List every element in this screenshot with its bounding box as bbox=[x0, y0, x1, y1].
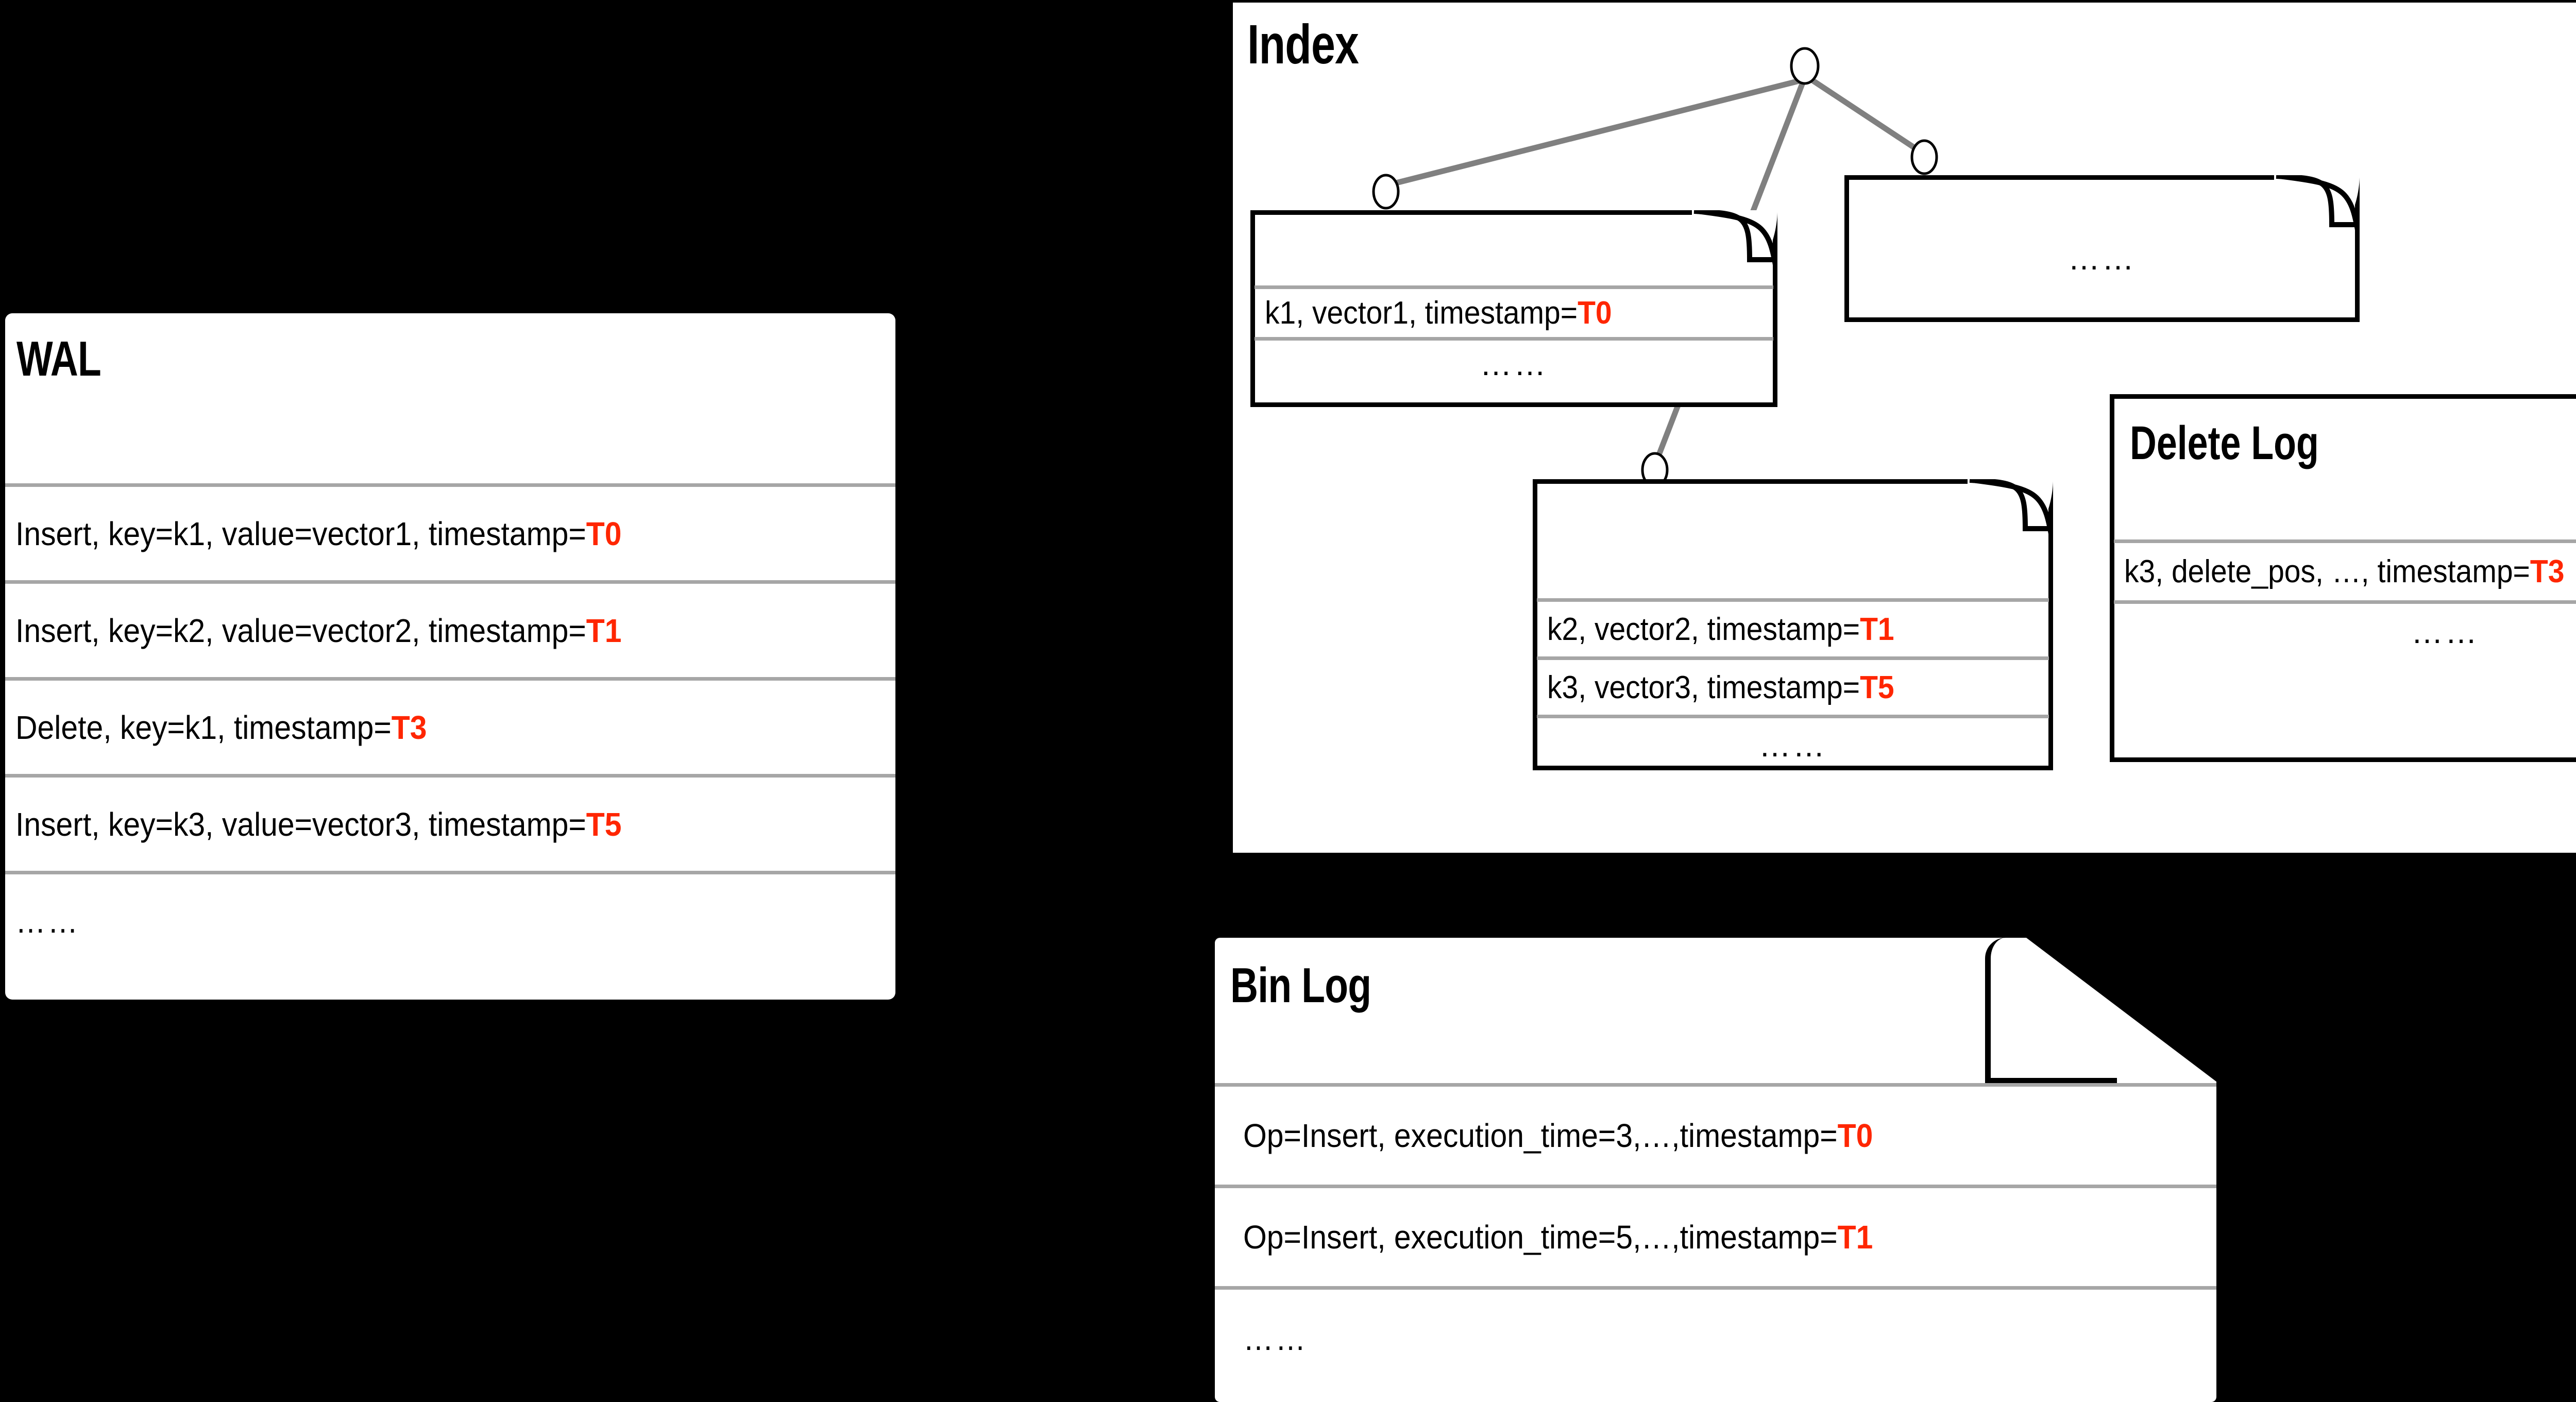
card-k1-row-timestamp: T0 bbox=[1578, 295, 1612, 331]
wal-title: WAL bbox=[16, 331, 101, 386]
bin-log-ellipsis-text: …… bbox=[1243, 1320, 1308, 1357]
card-k23-row-text: k3, vector3, timestamp= bbox=[1547, 669, 1860, 705]
wal-row: Insert, key=k1, value=vector1, timestamp… bbox=[5, 483, 895, 580]
folded-corner-icon bbox=[1968, 479, 2053, 565]
wal-row: Insert, key=k3, value=vector3, timestamp… bbox=[5, 774, 895, 871]
wal-row-text: Insert, key=k2, value=vector2, timestamp… bbox=[15, 612, 586, 649]
bin-log-panel: Bin Log Op=Insert, execution_time=3,…,ti… bbox=[1215, 938, 2217, 1402]
index-card-k1: k1, vector1, timestamp=T0 …… bbox=[1250, 210, 1777, 407]
delete-log-row-list: k3, delete_pos, …, timestamp=T3 …… bbox=[2114, 539, 2576, 661]
card-k23-row-text: k2, vector2, timestamp= bbox=[1547, 611, 1860, 647]
card-k23-row-ellipsis: …… bbox=[1537, 715, 2049, 773]
wal-row-timestamp: T0 bbox=[586, 515, 622, 552]
wal-ellipsis-text: …… bbox=[15, 902, 80, 940]
delete-log-row: k3, delete_pos, …, timestamp=T3 bbox=[2114, 539, 2576, 600]
wal-row: Insert, key=k2, value=vector2, timestamp… bbox=[5, 580, 895, 677]
delete-log-row-ellipsis: …… bbox=[2114, 600, 2576, 661]
bin-log-row-timestamp: T1 bbox=[1837, 1219, 1873, 1256]
card-k23-row-list: k2, vector2, timestamp=T1 k3, vector3, t… bbox=[1537, 598, 2049, 773]
card-k1-row: k1, vector1, timestamp=T0 bbox=[1255, 285, 1773, 337]
wal-row-timestamp: T3 bbox=[391, 708, 427, 746]
wal-row-ellipsis: …… bbox=[5, 871, 895, 968]
card-k23-ellipsis-text: …… bbox=[1759, 728, 1827, 764]
bin-log-row-timestamp: T0 bbox=[1837, 1117, 1873, 1154]
delete-log-row-text: k3, delete_pos, …, timestamp= bbox=[2124, 554, 2530, 589]
bin-log-row: Op=Insert, execution_time=5,…,timestamp=… bbox=[1215, 1185, 2216, 1286]
wal-row-text: Insert, key=k3, value=vector3, timestamp… bbox=[15, 805, 586, 843]
index-card-ellipsis-text: …… bbox=[2068, 241, 2136, 277]
bin-log-row-text: Op=Insert, execution_time=3,…,timestamp= bbox=[1243, 1117, 1838, 1154]
delete-log-row-timestamp: T3 bbox=[2530, 554, 2565, 589]
card-k23-row: k3, vector3, timestamp=T5 bbox=[1537, 656, 2049, 715]
wal-row-list: Insert, key=k1, value=vector1, timestamp… bbox=[5, 483, 895, 968]
card-k23-row: k2, vector2, timestamp=T1 bbox=[1537, 598, 2049, 656]
bin-log-row-text: Op=Insert, execution_time=5,…,timestamp= bbox=[1243, 1219, 1838, 1256]
card-k23-row-timestamp: T1 bbox=[1860, 611, 1894, 647]
wal-panel: WAL Insert, key=k1, value=vector1, times… bbox=[5, 313, 895, 1000]
delete-log-card: Delete Log k3, delete_pos, …, timestamp=… bbox=[2110, 394, 2576, 762]
bin-log-title: Bin Log bbox=[1230, 958, 1371, 1013]
index-title: Index bbox=[1247, 13, 1359, 75]
bin-log-row: Op=Insert, execution_time=3,…,timestamp=… bbox=[1215, 1083, 2216, 1185]
index-card-k2-k3: k2, vector2, timestamp=T1 k3, vector3, t… bbox=[1533, 479, 2053, 770]
wal-row-timestamp: T1 bbox=[586, 612, 622, 649]
wal-row-text: Insert, key=k1, value=vector1, timestamp… bbox=[15, 515, 586, 552]
card-k1-ellipsis-text: …… bbox=[1480, 347, 1548, 382]
bin-log-row-ellipsis: …… bbox=[1215, 1286, 2216, 1388]
wal-row-timestamp: T5 bbox=[586, 805, 622, 843]
folded-corner-icon bbox=[1692, 210, 1777, 296]
delete-log-title: Delete Log bbox=[2130, 417, 2319, 469]
index-card-ellipsis: …… bbox=[1844, 175, 2360, 322]
card-k1-row-list: k1, vector1, timestamp=T0 …… bbox=[1255, 285, 1773, 388]
folded-corner-icon bbox=[2274, 175, 2360, 261]
folded-corner-outline bbox=[1985, 938, 2117, 1084]
card-k1-row-ellipsis: …… bbox=[1255, 337, 1773, 388]
card-k23-row-timestamp: T5 bbox=[1860, 669, 1894, 705]
wal-row-text: Delete, key=k1, timestamp= bbox=[15, 708, 392, 746]
card-k1-row-text: k1, vector1, timestamp= bbox=[1265, 295, 1578, 331]
delete-log-ellipsis-text: …… bbox=[2411, 615, 2479, 650]
wal-row: Delete, key=k1, timestamp=T3 bbox=[5, 677, 895, 774]
bin-log-row-list: Op=Insert, execution_time=3,…,timestamp=… bbox=[1215, 1083, 2216, 1388]
